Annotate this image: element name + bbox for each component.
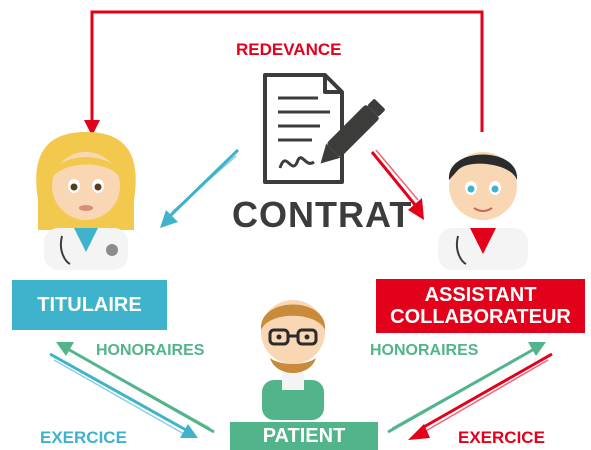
titulaire-label: TITULAIRE — [37, 293, 142, 316]
female-doctor-icon — [36, 132, 136, 270]
patient-box: PATIENT — [230, 422, 378, 450]
redevance-label: REDEVANCE — [236, 40, 342, 59]
assistant-label: ASSISTANT — [424, 284, 537, 306]
exercice-right-arrow — [408, 352, 553, 440]
honoraires-left-label: HONORAIRES — [96, 342, 205, 359]
exercice-left-arrow — [49, 352, 198, 438]
contrat-label: CONTRAT — [232, 194, 413, 235]
contrat-to-titulaire-arrow — [160, 148, 240, 228]
honoraires-right-label: HONORAIRES — [370, 342, 479, 359]
patient-icon — [260, 300, 326, 420]
contrat-to-assistant-arrow — [370, 149, 424, 220]
exercice-right-label: EXERCICE — [458, 428, 545, 447]
collaborateur-label: COLLABORATEUR — [390, 306, 571, 328]
redevance-arrow — [84, 10, 484, 136]
honoraires-right-arrow — [387, 342, 546, 434]
assistant-collaborateur-box: ASSISTANT COLLABORATEUR — [376, 279, 585, 333]
honoraires-left-arrow — [56, 342, 215, 434]
exercice-left-label: EXERCICE — [40, 428, 127, 447]
contract-pen-icon — [263, 73, 385, 184]
patient-label: PATIENT — [262, 424, 346, 447]
male-doctor-icon — [438, 152, 528, 270]
titulaire-box: TITULAIRE — [12, 280, 167, 330]
